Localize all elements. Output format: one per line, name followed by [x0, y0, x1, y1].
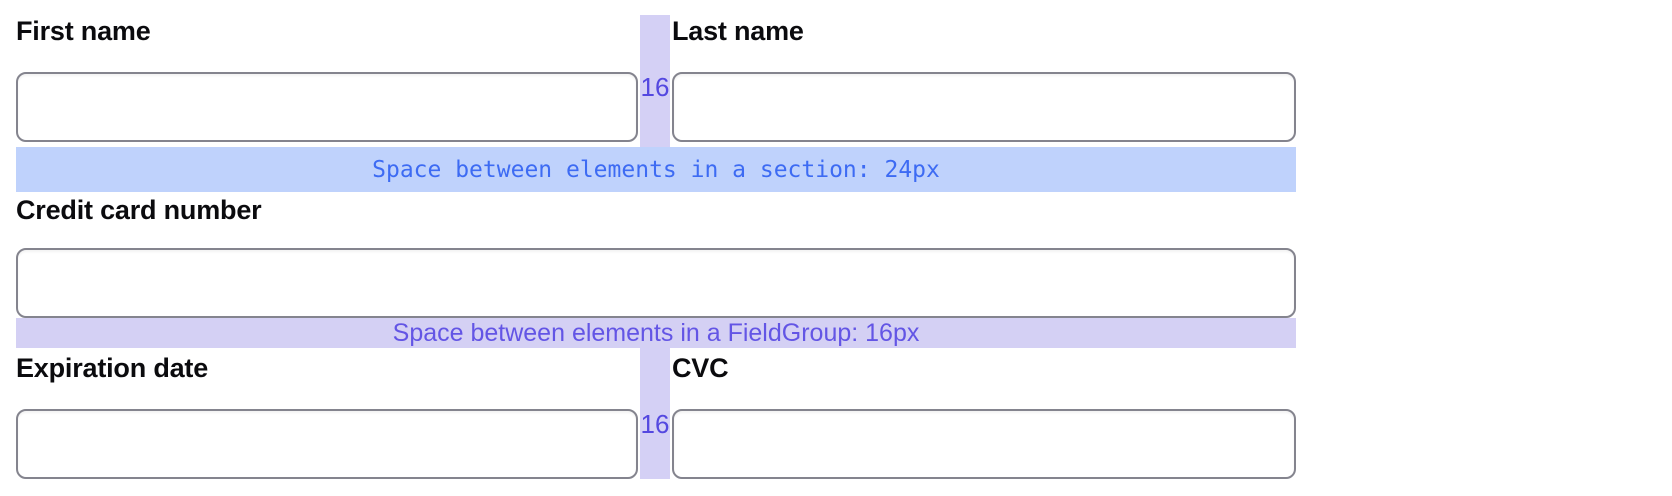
section-spacing-strip: Space between elements in a section: 24p… [16, 147, 1296, 192]
expiration-date-label: Expiration date [16, 353, 209, 383]
gap-size-label-row1: 16 [640, 72, 670, 102]
credit-card-label: Credit card number [16, 195, 262, 225]
column-gap-strip-row3 [640, 348, 670, 479]
last-name-input[interactable] [672, 72, 1296, 142]
gap-size-label-row3: 16 [640, 409, 670, 439]
last-name-label: Last name [672, 16, 804, 46]
fieldgroup-spacing-strip: Space between elements in a FieldGroup: … [16, 318, 1296, 348]
expiration-date-input[interactable] [16, 409, 638, 479]
credit-card-input[interactable] [16, 248, 1296, 318]
cvc-label: CVC [672, 353, 729, 383]
section-spacing-label: Space between elements in a section: 24p… [372, 156, 940, 183]
column-gap-strip-row1 [640, 15, 670, 147]
first-name-label: First name [16, 16, 151, 46]
cvc-input[interactable] [672, 409, 1296, 479]
fieldgroup-spacing-label: Space between elements in a FieldGroup: … [392, 318, 920, 347]
first-name-input[interactable] [16, 72, 638, 142]
